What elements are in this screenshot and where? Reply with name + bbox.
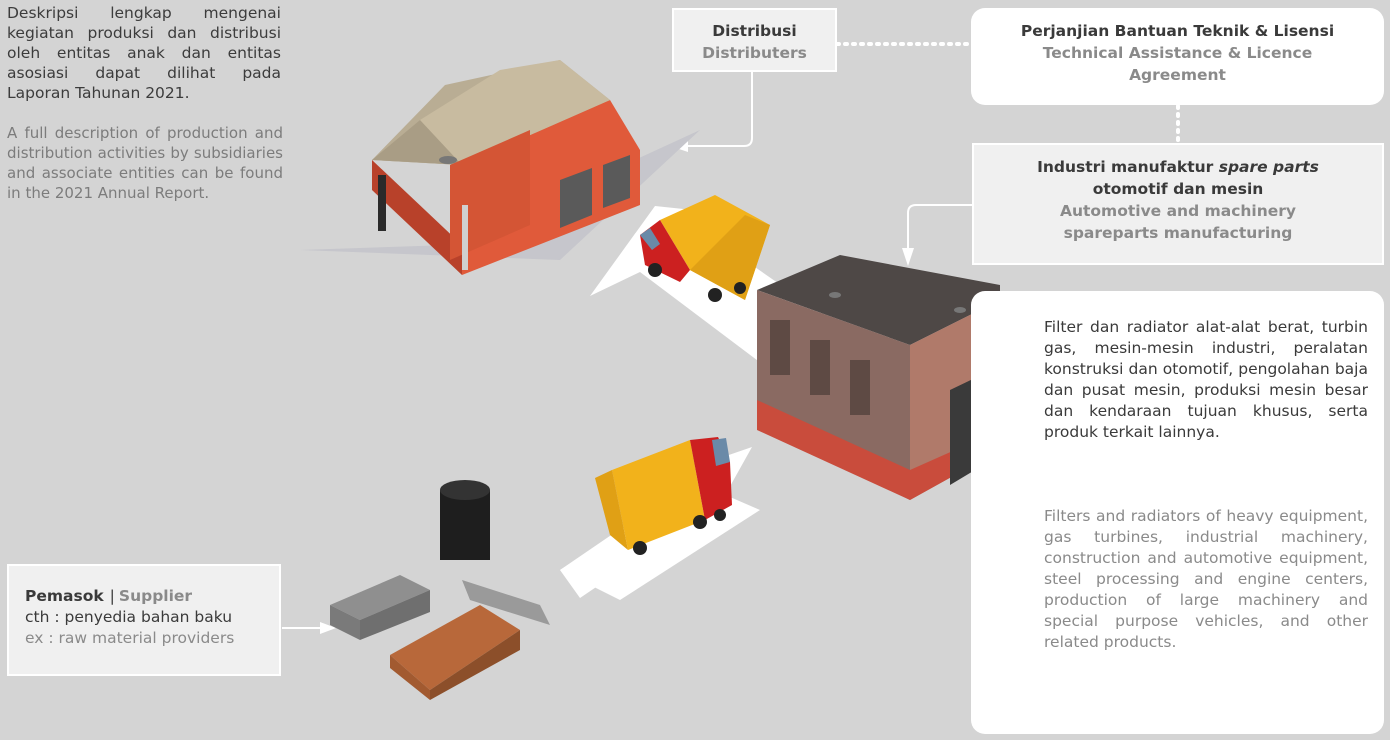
supplier-separator: | — [109, 587, 115, 605]
distribution-label-id: Distribusi — [712, 22, 797, 40]
supplier-example-id: cth : penyedia bahan baku — [25, 608, 233, 626]
agreement-label-id: Perjanjian Bantuan Teknik & Lisensi — [1020, 22, 1335, 40]
truck-upper-icon — [640, 195, 770, 302]
manufacturing-label-en: Automotive and machinery spareparts manu… — [1059, 202, 1297, 242]
arrowhead-factory-icon — [902, 248, 914, 266]
factory-icon — [757, 255, 1000, 500]
intro-text-en: A full description of production and dis… — [7, 124, 283, 202]
agreement-label-en: Technical Assistance & Licence Agreement — [1042, 44, 1313, 84]
intro-text-id: Deskripsi lengkap mengenai kegiatan prod… — [7, 4, 281, 102]
manufacturing-label-italic: spare parts — [1218, 158, 1319, 176]
supplier-label-id: Pemasok — [25, 587, 104, 605]
manufacturing-label-prefix: Industri manufaktur — [1037, 158, 1219, 176]
manufacturing-box: Industri manufaktur spare parts otomotif… — [972, 143, 1384, 265]
supplier-example-en: ex : raw material providers — [25, 629, 235, 647]
distribution-label-en: Distributers — [702, 44, 807, 62]
supplier-box: Pemasok |Supplier cth : penyedia bahan ba… — [7, 564, 281, 676]
truck-lower-icon — [595, 437, 732, 555]
supplier-label-en: Supplier — [118, 587, 193, 605]
connector-to-warehouse — [686, 72, 753, 147]
manufacturing-label-id-line2: otomotif dan mesin — [1092, 180, 1264, 198]
warehouse-icon — [300, 60, 700, 275]
agreement-box: Perjanjian Bantuan Teknik & Lisensi Tech… — [971, 8, 1384, 105]
arrowhead-materials-icon — [320, 622, 336, 634]
manufacturing-label-id-line1: Industri manufaktur spare parts — [974, 156, 1382, 178]
raw-materials-icon — [330, 480, 550, 700]
supplier-title: Pemasok |Supplier — [25, 586, 279, 607]
products-box: Filter dan radiator alat-alat berat, tur… — [971, 291, 1384, 734]
products-text-en: Filters and radiators of heavy equipment… — [1044, 507, 1368, 651]
distribution-box: Distribusi Distributers — [672, 8, 837, 72]
products-text-id: Filter dan radiator alat-alat berat, tur… — [1044, 318, 1368, 441]
connector-to-factory — [907, 204, 972, 250]
